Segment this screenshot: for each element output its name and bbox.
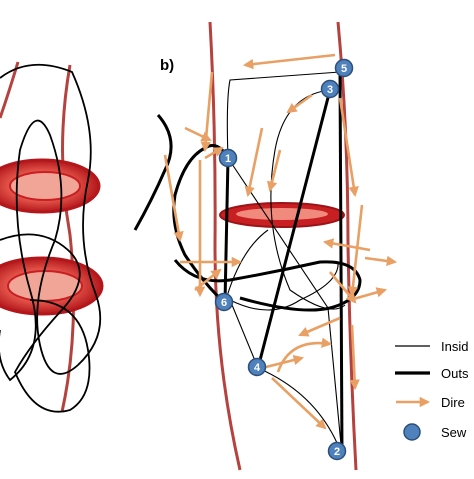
legend-label-direction: Dire	[441, 395, 465, 410]
sewing-nodes: 1 2 3 4 5 6	[214, 58, 354, 461]
panel-b: b)	[133, 21, 398, 471]
legend-label-sewing: Sew	[441, 425, 467, 440]
sewing-node-6[interactable]: 6	[214, 292, 234, 312]
node-label-6: 6	[221, 297, 227, 309]
blue-circle-icon	[403, 423, 421, 441]
node-label-1: 1	[225, 153, 231, 165]
legend-item-outside: Outs	[395, 366, 469, 381]
legend-label-outside: Outs	[441, 366, 469, 381]
legend-label-inside: Insid	[441, 339, 468, 354]
sewing-node-5[interactable]: 5	[334, 58, 354, 78]
node-label-2: 2	[334, 446, 340, 458]
sewing-node-3[interactable]: 3	[320, 79, 340, 99]
panel-a-lower-ring-hole	[7, 270, 83, 302]
node-label-3: 3	[327, 84, 333, 96]
sewing-node-4[interactable]: 4	[247, 357, 267, 377]
panel-a-suture-loops-2	[0, 233, 91, 413]
panel-b-label: b)	[160, 57, 174, 74]
ring-inner	[236, 208, 328, 220]
legend-item-inside: Insid	[395, 339, 468, 354]
sewing-node-1[interactable]: 1	[218, 148, 238, 168]
legend-item-sewing: Sew	[403, 423, 467, 441]
arrow-curved-lower	[276, 337, 333, 373]
panel-a-vessel-left	[0, 61, 20, 119]
panel-a	[0, 61, 104, 413]
panel-a-upper-ring-hole	[9, 171, 81, 201]
node-label-4: 4	[254, 362, 261, 374]
node-label-5: 5	[341, 63, 347, 75]
legend-item-direction: Dire	[396, 395, 465, 410]
sewing-node-2[interactable]: 2	[327, 441, 347, 461]
outside-sutures	[133, 71, 362, 456]
vessel-left	[208, 21, 242, 471]
direction-arrows	[163, 53, 398, 430]
legend: Insid Outs Dire Sew	[395, 339, 469, 441]
panel-a-suture-loops	[0, 63, 102, 382]
panel-a-vessel-right	[60, 64, 76, 413]
